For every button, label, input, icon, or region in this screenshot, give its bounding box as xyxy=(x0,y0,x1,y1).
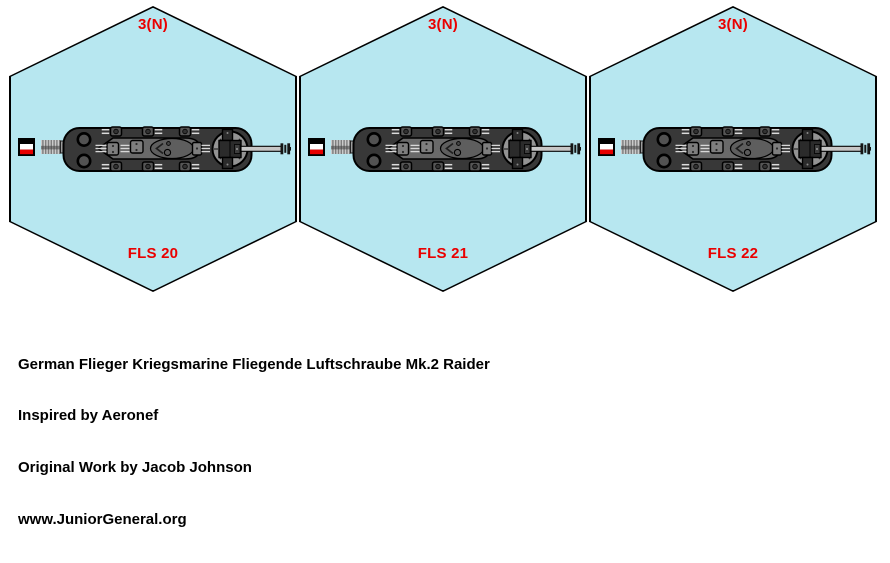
credit-line-website: www.JuniorGeneral.org xyxy=(18,511,187,529)
unit-id-label: FLS 21 xyxy=(417,245,469,262)
credit-line-author: Original Work by Jacob Johnson xyxy=(18,459,252,477)
credit-line-inspiration: Inspired by Aeronef xyxy=(18,407,159,425)
credit-line-title: German Flieger Kriegsmarine Fliegende Lu… xyxy=(18,355,490,373)
hex-counter-fls22[interactable]: 3(N) FLS 22 xyxy=(589,6,877,292)
strength-label: 3(N) xyxy=(428,16,458,33)
airship-top-view xyxy=(17,125,291,173)
hex-counter-fls20[interactable]: 3(N) FLS 20 xyxy=(9,6,297,292)
strength-label: 3(N) xyxy=(718,16,748,33)
airship-top-view xyxy=(307,125,581,173)
strength-label: 3(N) xyxy=(138,16,168,33)
unit-id-label: FLS 20 xyxy=(127,245,179,262)
unit-id-label: FLS 22 xyxy=(707,245,759,262)
hex-counter-fls21[interactable]: 3(N) FLS 21 xyxy=(299,6,587,292)
counter-sheet: 3(N) FLS 20 3(N) FLS 21 3(N) FLS 22 Germ… xyxy=(9,6,877,528)
credits-block: German Flieger Kriegsmarine Fliegende Lu… xyxy=(18,321,490,563)
airship-top-view xyxy=(597,125,871,173)
